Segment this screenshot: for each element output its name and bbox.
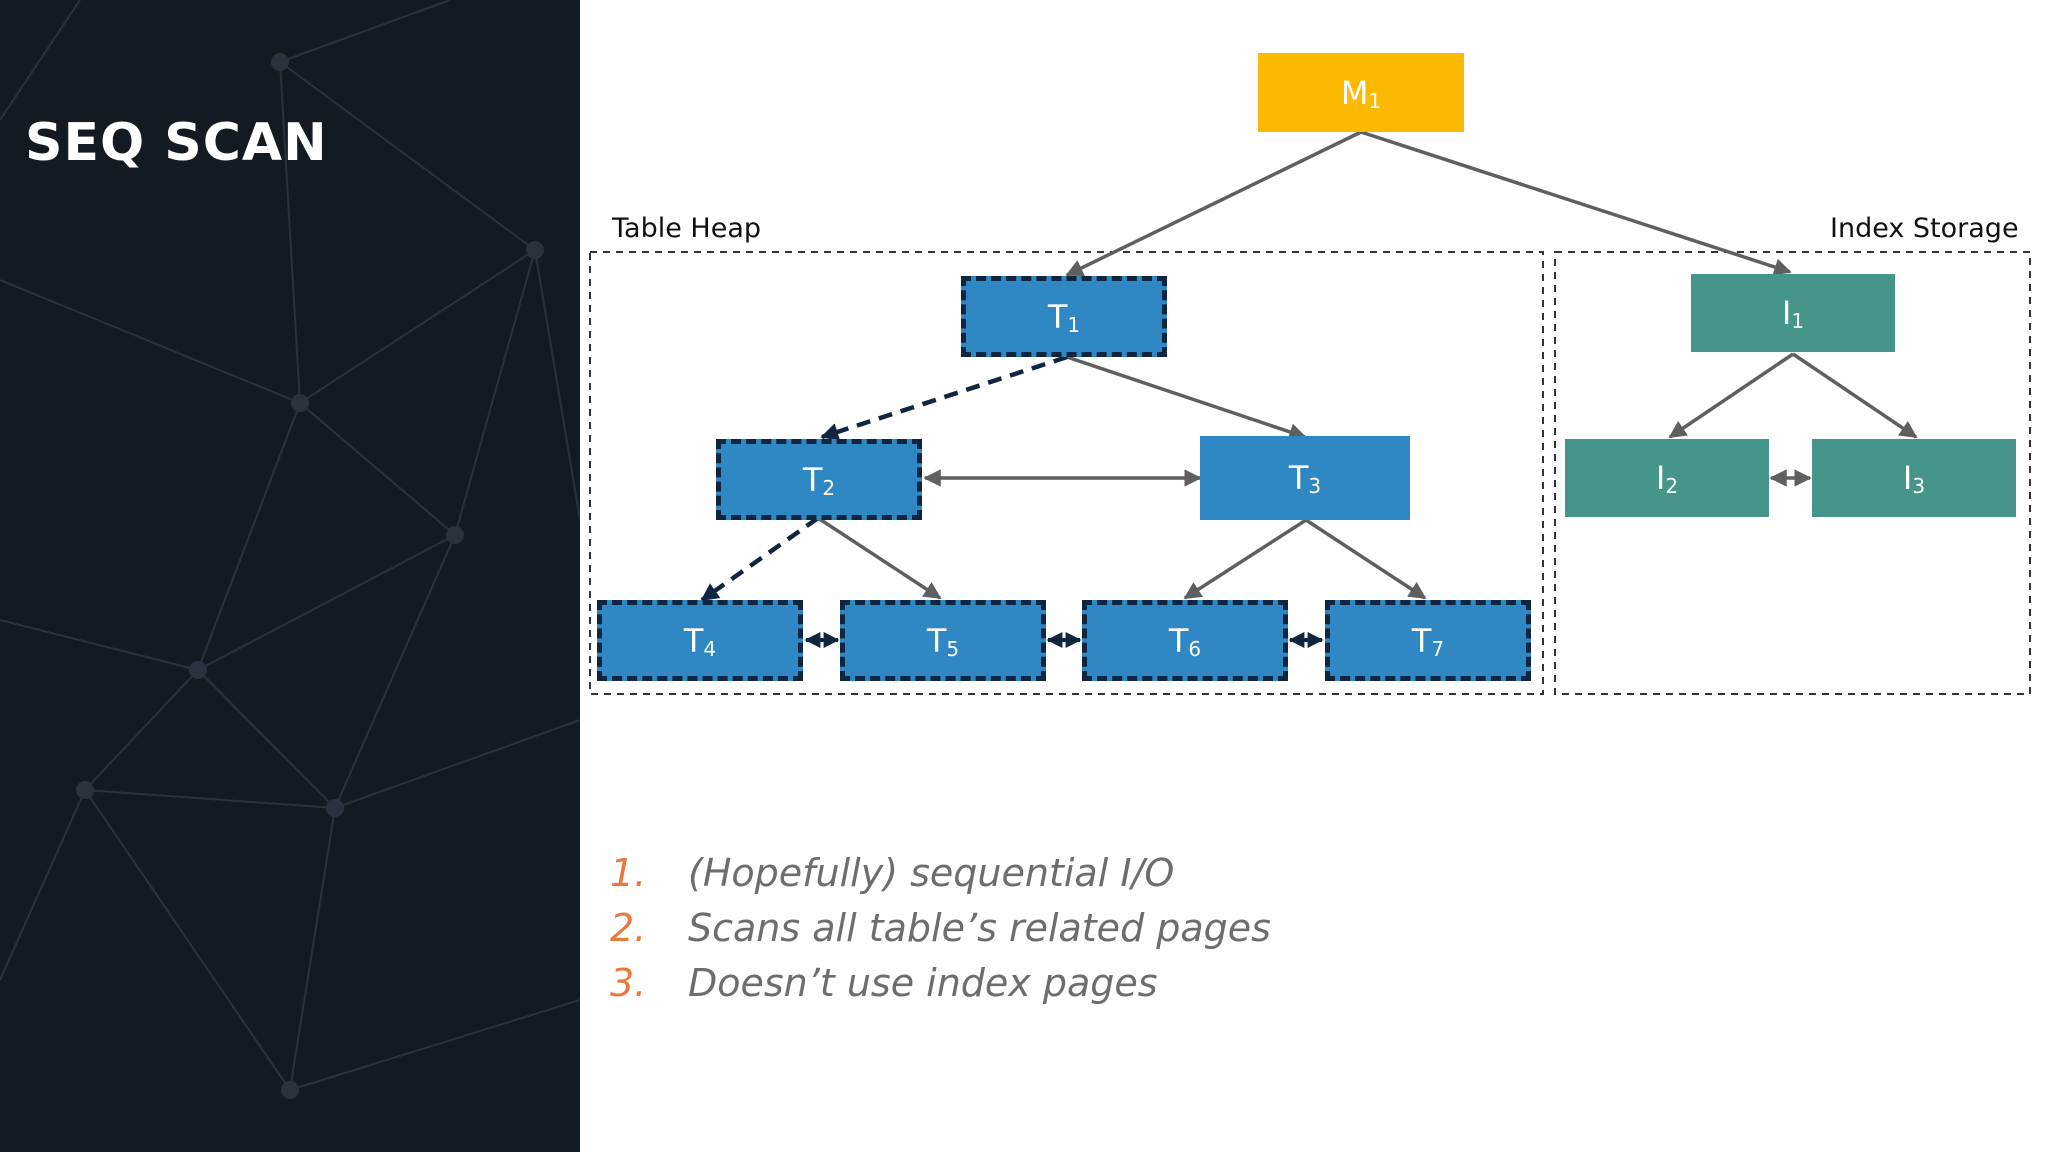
key-point: 3. Doesn’t use index pages <box>610 955 1271 1010</box>
node-subscript: 7 <box>1431 636 1445 661</box>
point-text: Scans all table’s related pages <box>688 905 1271 950</box>
key-points-list: 1. (Hopefully) sequential I/O 2. Scans all… <box>610 845 1271 1010</box>
point-text: Doesn’t use index pages <box>688 960 1158 1005</box>
node-label: T <box>926 621 947 660</box>
node-subscript: 5 <box>946 636 960 661</box>
edge-t2-t5 <box>817 516 942 600</box>
key-point: 1. (Hopefully) sequential I/O <box>610 845 1271 900</box>
slide-title: SEQ SCAN <box>25 113 328 173</box>
node-label: I <box>1655 459 1666 497</box>
node-label: T <box>1411 621 1432 660</box>
edge-i1-i3 <box>1792 352 1918 439</box>
node-subscript: 1 <box>1368 88 1382 113</box>
key-point: 2. Scans all table’s related pages <box>610 900 1271 955</box>
index-storage-zone <box>1554 251 2031 695</box>
index-storage-label: Index Storage <box>1830 213 2019 244</box>
node-subscript: 2 <box>1665 474 1679 498</box>
point-number: 2. <box>610 905 647 950</box>
title-panel: SEQ SCAN <box>0 0 580 1152</box>
network-background-graphic <box>0 0 580 1099</box>
point-number: 3. <box>610 960 647 1005</box>
node-label: M <box>1340 73 1369 112</box>
node-subscript: 6 <box>1188 636 1202 661</box>
node-label: T <box>1288 459 1309 497</box>
table-heap-label: Table Heap <box>612 213 762 244</box>
node-subscript: 4 <box>703 636 717 661</box>
table-heap-zone <box>589 251 1544 695</box>
edge-t1-t3 <box>1066 355 1307 441</box>
node-label: T <box>1047 297 1068 336</box>
node-subscript: 3 <box>1912 474 1926 498</box>
scan-edge-t2-t4 <box>700 516 820 602</box>
edge-i1-i2 <box>1668 352 1794 439</box>
node-subscript: 1 <box>1067 312 1081 337</box>
node-subscript: 3 <box>1308 474 1322 498</box>
node-subscript: 1 <box>1791 309 1805 333</box>
point-number: 1. <box>610 850 647 895</box>
scan-edge-t1-t2 <box>820 354 1068 441</box>
edge-t3-t6 <box>1183 518 1307 600</box>
node-label: I <box>1902 459 1913 497</box>
node-label: I <box>1781 294 1792 332</box>
point-text: (Hopefully) sequential I/O <box>688 850 1175 895</box>
edge-t3-t7 <box>1305 518 1427 600</box>
node-label: T <box>1168 621 1189 660</box>
node-label: T <box>683 621 704 660</box>
node-label: T <box>802 460 823 499</box>
edge-m1-t1 <box>1065 130 1362 277</box>
edge-m1-i1 <box>1360 130 1792 276</box>
node-subscript: 2 <box>822 475 836 500</box>
